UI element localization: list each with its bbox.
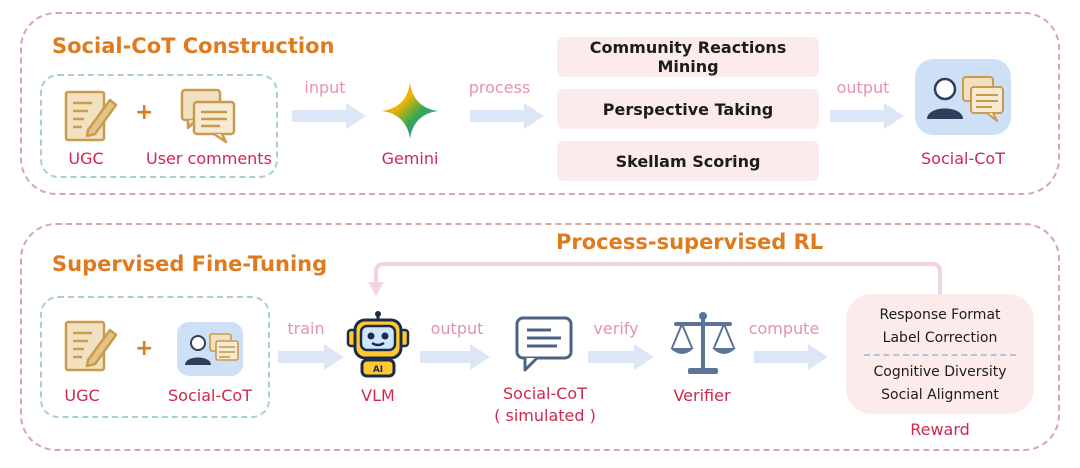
step-perspective-taking: Perspective Taking xyxy=(557,89,819,129)
reward-cognitive-diversity: Cognitive Diversity xyxy=(873,364,1007,380)
output-label-bottom: output xyxy=(430,319,484,338)
output-label-top: output xyxy=(836,78,890,97)
output-arrow-icon-bottom xyxy=(420,344,490,370)
ugc-document-icon xyxy=(64,90,118,142)
step-skellam-scoring: Skellam Scoring xyxy=(557,141,819,181)
ugc-label-bottom: UGC xyxy=(64,386,100,405)
social-cot-construction-panel xyxy=(20,12,1060,195)
verifier-label: Verifier xyxy=(673,386,731,405)
process-label: process xyxy=(468,78,531,97)
speech-bubble-icon xyxy=(515,316,573,372)
gemini-label: Gemini xyxy=(381,149,439,168)
social-cot-icon-small xyxy=(177,322,243,376)
rl-loop-arrow-icon xyxy=(368,262,942,298)
social-cot-output-label: Social-CoT xyxy=(921,149,1005,168)
verify-arrow-icon xyxy=(588,344,654,370)
reward-response-format: Response Format xyxy=(879,307,1001,323)
compute-arrow-icon xyxy=(754,344,828,370)
reward-social-alignment: Social Alignment xyxy=(881,387,999,403)
output-arrow-icon xyxy=(830,103,904,129)
svg-text:AI: AI xyxy=(373,365,383,375)
process-arrow-icon xyxy=(470,103,544,129)
reward-label: Reward xyxy=(910,420,970,439)
train-label: train xyxy=(287,319,325,338)
step-community-reactions-mining: Community Reactions Mining xyxy=(557,37,819,77)
supervised-fine-tuning-panel xyxy=(20,223,1060,451)
plus-sign-bottom: + xyxy=(135,336,154,361)
compute-label: compute xyxy=(748,319,820,338)
ugc-label: UGC xyxy=(68,149,104,168)
construction-title: Social-CoT Construction xyxy=(52,34,335,58)
verify-label: verify xyxy=(593,319,639,338)
reward-divider xyxy=(864,354,1016,356)
reward-box: Response Format Label Correction Cogniti… xyxy=(846,294,1034,414)
simulated-tag-label: ( simulated ) xyxy=(494,406,596,425)
vlm-label: VLM xyxy=(361,386,395,405)
social-cot-icon xyxy=(915,59,1011,135)
comments-icon xyxy=(180,88,236,144)
input-label: input xyxy=(304,78,346,97)
scale-verifier-icon xyxy=(670,312,736,374)
train-arrow-icon xyxy=(278,344,344,370)
social-cot-input-label: Social-CoT xyxy=(168,386,252,405)
reward-label-correction: Label Correction xyxy=(882,330,998,346)
ugc-document-icon-bottom xyxy=(64,320,118,372)
plus-sign: + xyxy=(135,100,154,125)
input-arrow-icon xyxy=(292,103,366,129)
user-comments-label: User comments xyxy=(146,149,272,168)
fine-tuning-title: Supervised Fine-Tuning xyxy=(52,252,328,276)
vlm-robot-icon: AI xyxy=(346,311,410,378)
rl-title: Process-supervised RL xyxy=(556,230,824,254)
gemini-star-icon xyxy=(382,83,438,139)
training-inputs-group xyxy=(40,296,270,418)
inputs-group xyxy=(40,74,278,178)
simulated-social-cot-label: Social-CoT xyxy=(503,384,587,403)
